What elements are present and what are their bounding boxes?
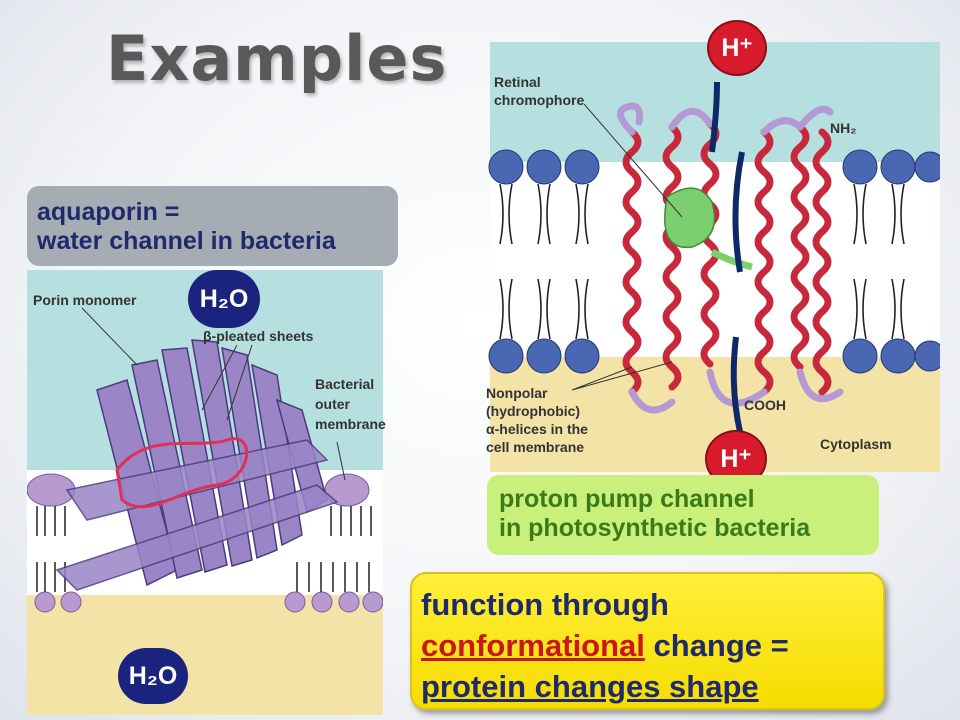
nonpolar-label-line-2: (hydrophobic) xyxy=(486,403,581,419)
aquaporin-line-2: water channel in bacteria xyxy=(37,227,336,255)
membrane-label-line-1: Bacterial xyxy=(315,376,375,392)
h-plus-top-badge: H⁺ xyxy=(707,20,767,76)
proton-pump-caption: proton pump channel in photosynthetic ba… xyxy=(487,475,879,555)
proton-line-2: in photosynthetic bacteria xyxy=(499,514,811,542)
retinal-label-line-2: chromophore xyxy=(494,92,585,108)
conformational-word: conformational xyxy=(421,628,645,663)
aquaporin-line-1: aquaporin = xyxy=(37,198,180,226)
function-line-2: conformational change = xyxy=(421,625,883,666)
function-line-3: protein changes shape xyxy=(421,669,759,704)
porin-monomer-label: Porin monomer xyxy=(33,292,137,308)
page-title: Examples xyxy=(106,22,448,95)
h2o-top-badge: H₂O xyxy=(188,270,260,328)
nonpolar-label-line-1: Nonpolar xyxy=(486,385,548,401)
membrane-label-line-2: outer xyxy=(315,396,350,412)
retinal-label-line-1: Retinal xyxy=(494,74,541,90)
function-callout: function through conformational change =… xyxy=(410,572,885,710)
cooh-label: COOH xyxy=(744,397,786,413)
proton-pump-figure: Retinal chromophore NH₂ Nonpolar (hydrop… xyxy=(482,32,946,472)
membrane-label-line-3: membrane xyxy=(315,416,386,432)
h2o-bottom-badge: H₂O xyxy=(118,648,188,704)
nh2-label: NH₂ xyxy=(830,120,857,136)
change-text: change = xyxy=(644,628,789,663)
proton-line-1: proton pump channel xyxy=(499,485,755,513)
beta-sheets-label: β-pleated sheets xyxy=(203,328,314,344)
porin-figure: Porin monomer β-pleated sheets Bacterial… xyxy=(26,270,386,715)
nonpolar-label-line-4: cell membrane xyxy=(486,439,585,455)
nonpolar-label-line-3: α-helices in the xyxy=(486,421,588,437)
proton-pump-illustration xyxy=(488,42,946,472)
function-line-1: function through xyxy=(421,587,669,622)
cytoplasm-label: Cytoplasm xyxy=(820,436,892,452)
aquaporin-caption: aquaporin = water channel in bacteria xyxy=(27,186,398,266)
